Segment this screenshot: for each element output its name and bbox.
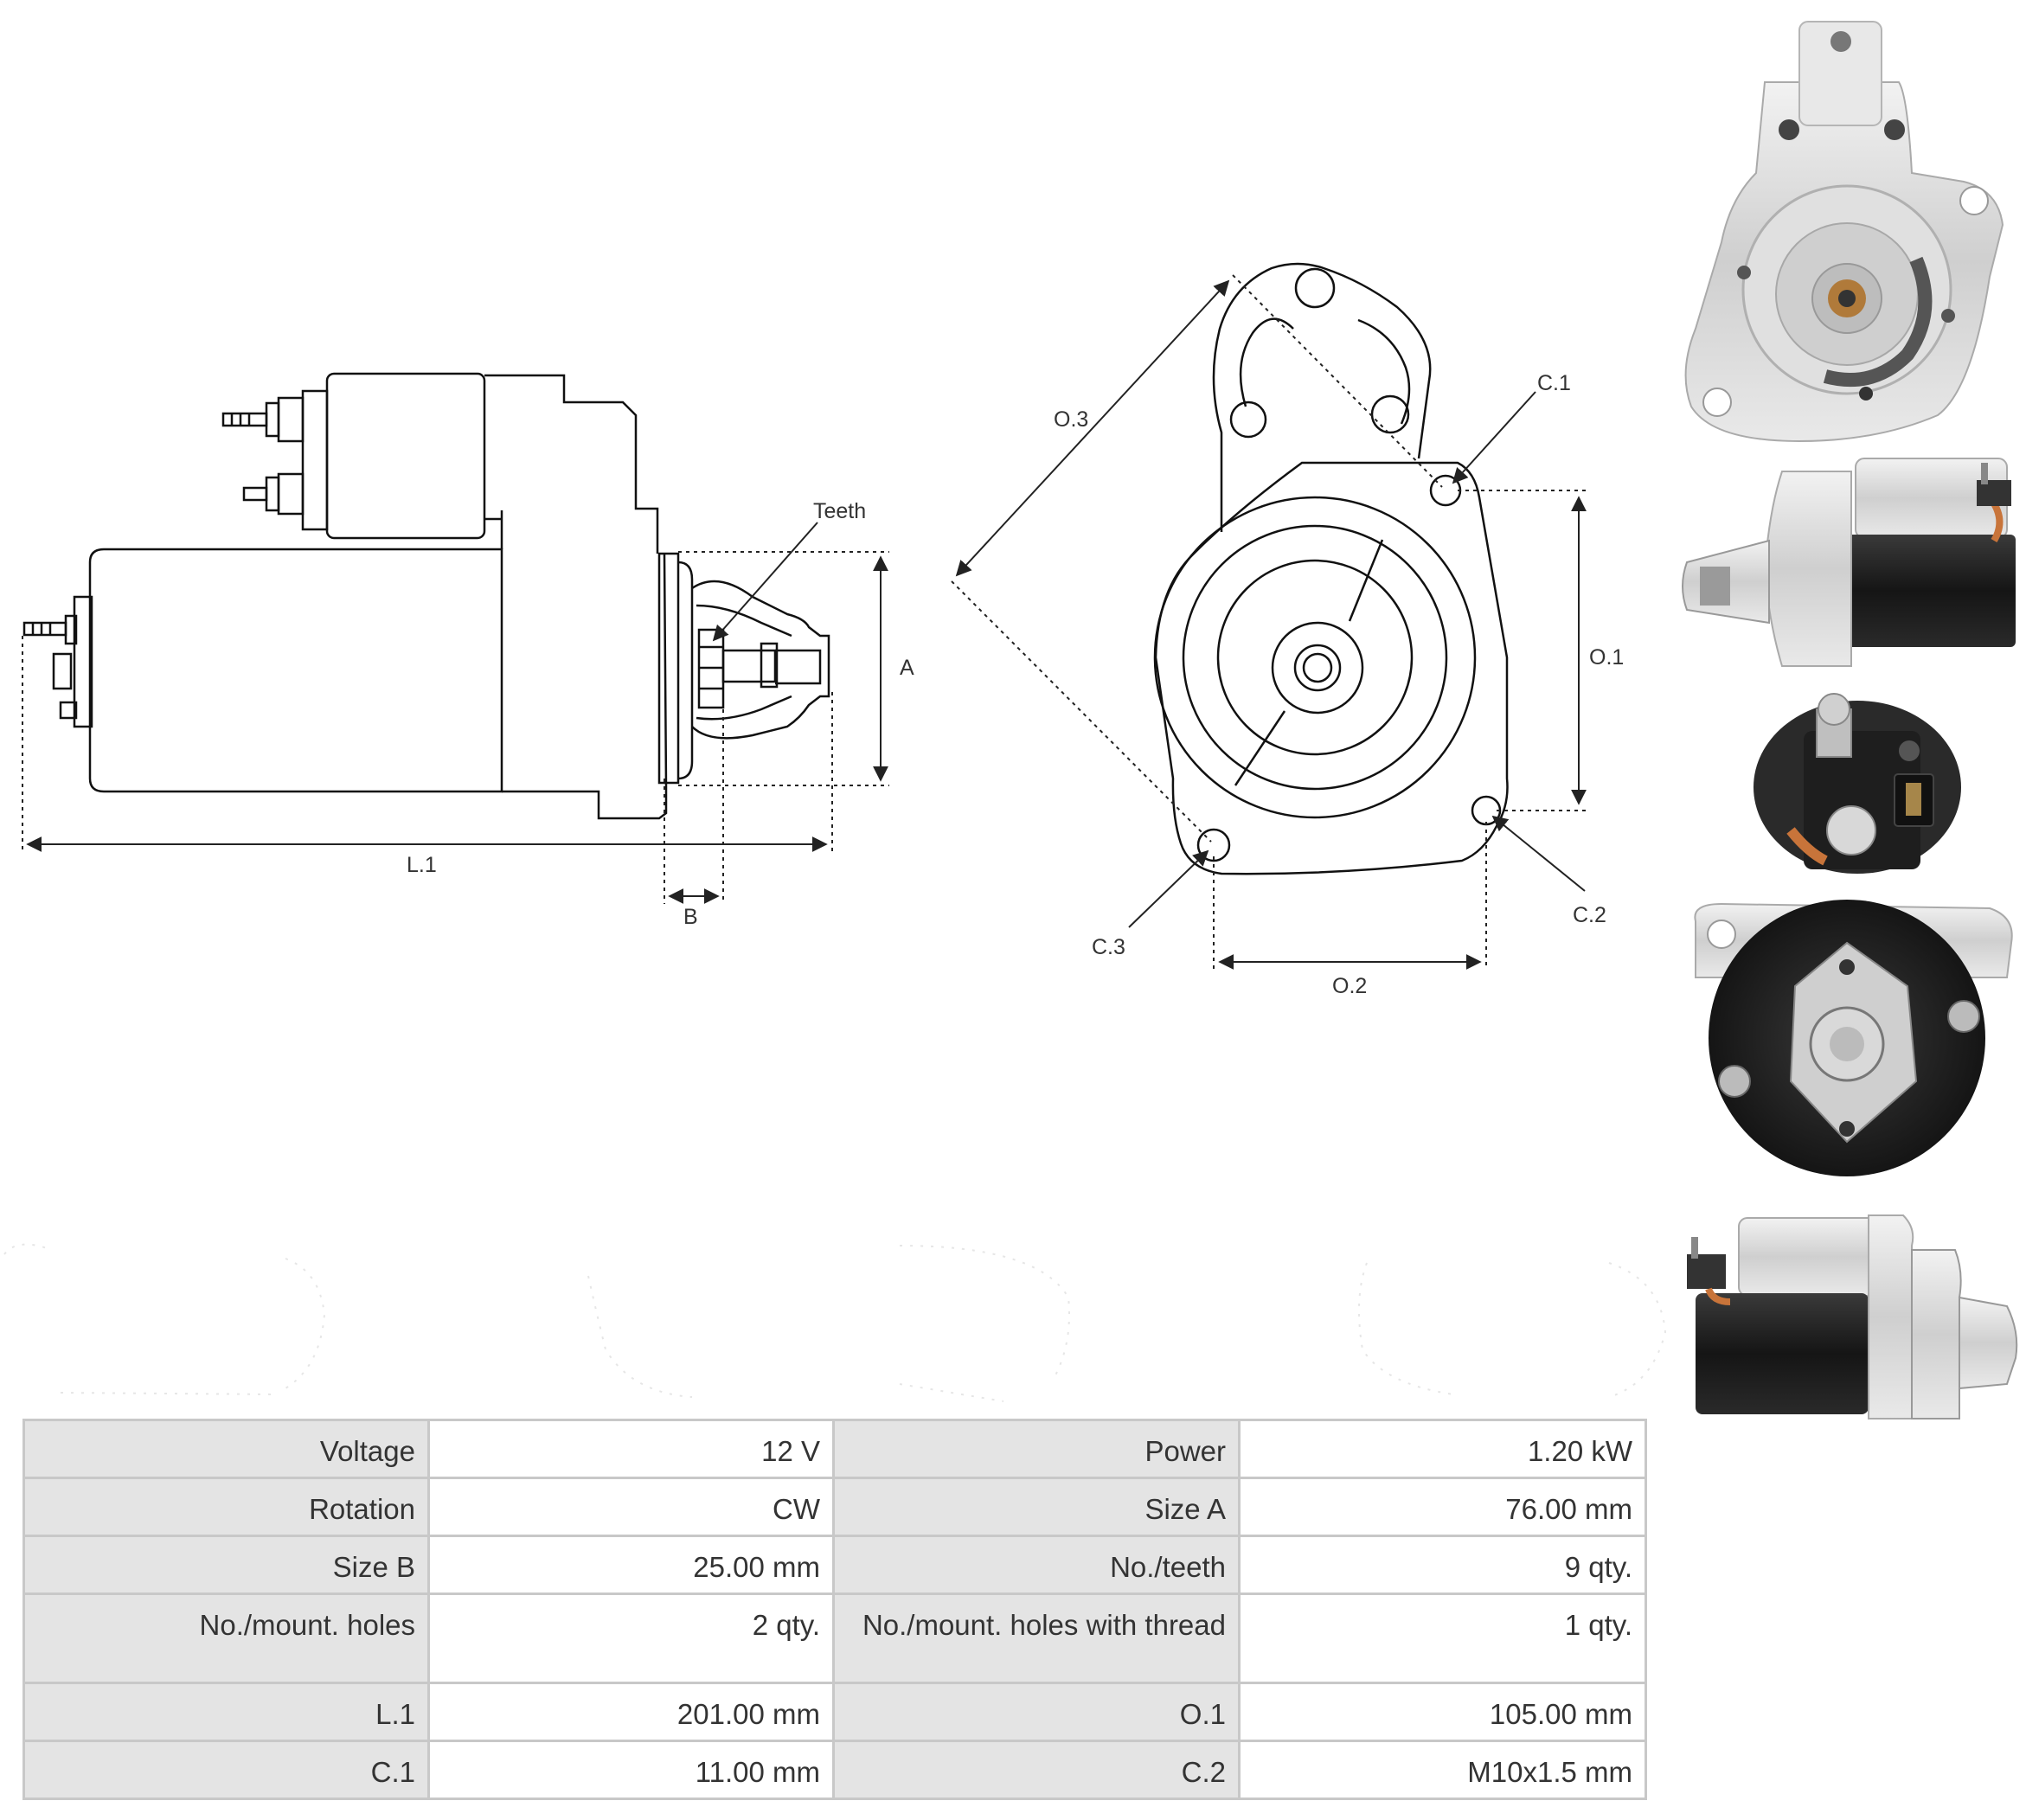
teeth-leader [712, 522, 818, 642]
shaft-ring [1271, 621, 1364, 715]
solenoid-hole-right [1370, 394, 1410, 434]
side-view-dimensions [22, 522, 889, 904]
label-a: A [900, 656, 914, 680]
scan-artifacts [3, 1243, 1667, 1402]
label-b: B [683, 905, 698, 929]
solenoid-hole-left [1229, 401, 1267, 439]
housing-outer-ring [1153, 496, 1477, 819]
product-photo-rear [1694, 693, 2013, 1176]
label-o1: O.1 [1589, 645, 1624, 670]
spec-key: No./teeth [832, 1535, 1241, 1595]
pinion-nose [691, 580, 830, 740]
spec-key: No./mount. holes with thread [832, 1592, 1241, 1684]
housing-inner-ring [1182, 524, 1448, 791]
product-photo-side-left [1682, 458, 2016, 667]
small-terminal-stud [242, 486, 268, 502]
spec-key: No./mount. holes [22, 1592, 430, 1684]
pinion-ring [1216, 559, 1414, 756]
spec-value: 1.20 kW [1238, 1419, 1647, 1479]
motor-body [88, 548, 503, 793]
product-photo-front [1684, 21, 2004, 443]
spec-row: Size B 25.00 mm No./teeth 9 qty. [22, 1535, 1647, 1595]
spec-value: 11.00 mm [427, 1740, 835, 1800]
spec-value: 1 qty. [1238, 1592, 1647, 1684]
spec-row: No./mount. holes 2 qty. No./mount. holes… [22, 1592, 1647, 1684]
spec-key: C.1 [22, 1740, 430, 1800]
spec-value: 2 qty. [427, 1592, 835, 1684]
spec-key: Power [832, 1419, 1241, 1479]
spec-key: Size B [22, 1535, 430, 1595]
front-view-drawing [1153, 262, 1509, 875]
spec-key: Size A [832, 1477, 1241, 1537]
drive-housing-top [484, 374, 659, 554]
label-o2: O.2 [1332, 974, 1367, 998]
label-l1: L.1 [407, 853, 437, 877]
rear-stud [22, 621, 67, 637]
spec-key: Rotation [22, 1477, 430, 1537]
solenoid-hole-top [1294, 267, 1336, 309]
top-terminal-stud [221, 412, 268, 427]
solenoid-back-flange [301, 389, 329, 531]
label-c2: C.2 [1573, 903, 1606, 927]
label-c3: C.3 [1092, 935, 1125, 959]
specification-table: Voltage 12 V Power 1.20 kW Rotation CW S… [22, 1419, 1647, 1800]
spec-value: CW [427, 1477, 835, 1537]
spec-key: Voltage [22, 1419, 430, 1479]
drive-housing-bottom [502, 553, 668, 820]
end-cap [73, 595, 93, 728]
side-view-drawing [22, 372, 830, 820]
spec-key: C.2 [832, 1740, 1241, 1800]
spec-row: L.1 201.00 mm O.1 105.00 mm [22, 1682, 1647, 1742]
solenoid-body [325, 372, 486, 540]
spec-row: C.1 11.00 mm C.2 M10x1.5 mm [22, 1740, 1647, 1800]
c3-leader [1128, 849, 1209, 928]
spec-value: 76.00 mm [1238, 1477, 1647, 1537]
spec-value: 105.00 mm [1238, 1682, 1647, 1742]
shaft-bore [1293, 644, 1342, 692]
spec-value: 9 qty. [1238, 1535, 1647, 1595]
spec-value: M10x1.5 mm [1238, 1740, 1647, 1800]
spec-value: 25.00 mm [427, 1535, 835, 1595]
front-view-dimensions [951, 274, 1587, 970]
spec-key: L.1 [22, 1682, 430, 1742]
mount-hole-c3 [1196, 828, 1231, 862]
spec-value: 201.00 mm [427, 1682, 835, 1742]
c1-leader [1452, 391, 1536, 484]
spec-row: Rotation CW Size A 76.00 mm [22, 1477, 1647, 1537]
label-teeth: Teeth [813, 499, 866, 523]
dim-o3-line [955, 279, 1230, 577]
spec-value: 12 V [427, 1419, 835, 1479]
mount-hole-c2 [1471, 795, 1502, 826]
label-o3: O.3 [1054, 407, 1088, 432]
spec-key: O.1 [832, 1682, 1241, 1742]
drive-flange [657, 552, 680, 785]
spec-row: Voltage 12 V Power 1.20 kW [22, 1419, 1647, 1479]
c2-leader [1491, 815, 1586, 892]
product-photo-side-right [1687, 1214, 2018, 1419]
label-c1: C.1 [1537, 371, 1571, 395]
